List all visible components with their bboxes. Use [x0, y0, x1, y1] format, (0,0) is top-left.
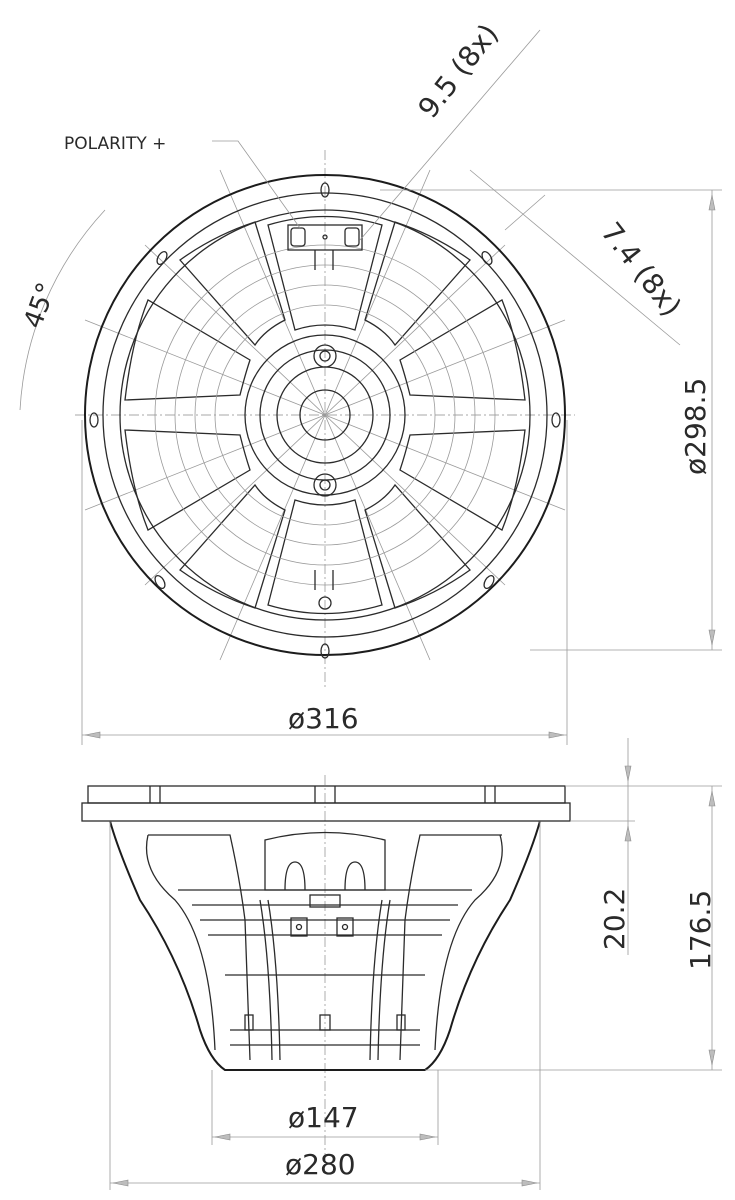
- side-view: [81, 775, 571, 1160]
- basket-windows: [124, 215, 526, 615]
- bolt-circle-label: ø298.5: [679, 378, 712, 475]
- angle-label: 45°: [18, 279, 62, 333]
- hole-width-label: 7.4 (8x): [594, 216, 688, 323]
- mounting-holes: [89, 182, 561, 659]
- polarity-label: POLARITY +: [64, 134, 166, 154]
- magnet-diameter-label: ø147: [288, 1101, 359, 1134]
- front-dimensions: POLARITY + 45° 9.5 (8x) 7.4 (8x) ø298.5 …: [18, 18, 722, 745]
- outer-diameter-label: ø316: [288, 702, 359, 735]
- hole-diameter-label: 9.5 (8x): [412, 18, 506, 125]
- mounting-depth-label: 20.2: [598, 888, 631, 950]
- total-depth-label: 176.5: [684, 890, 717, 970]
- cutout-diameter-label: ø280: [285, 1148, 356, 1181]
- front-view: [75, 150, 575, 690]
- side-dimensions: 20.2 176.5 ø147 ø280: [109, 738, 722, 1190]
